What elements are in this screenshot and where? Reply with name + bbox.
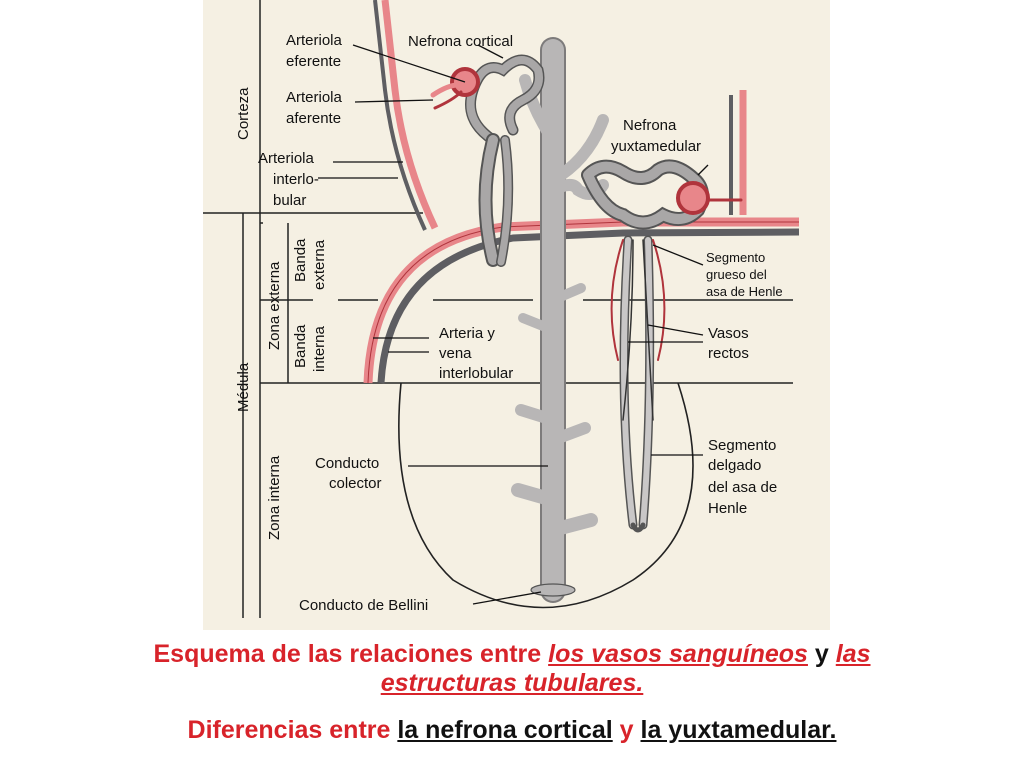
caption-text-diferencias: Diferencias entre (187, 716, 398, 744)
label-segmento-grueso-1: Segmento (706, 250, 765, 265)
label-arteria-vena-1: Arteria y (439, 325, 495, 342)
label-vasos-rectos-1: Vasos (708, 325, 749, 342)
label-segmento-delgado-2: delgado (708, 457, 761, 474)
caption-emphasis-estructuras: estructuras tubulares. (380, 669, 644, 697)
zone-label-banda-interna-2: interna (311, 325, 328, 372)
zone-label-medula: Médula (235, 362, 252, 412)
label-segmento-delgado-4: Henle (708, 500, 747, 517)
caption-block-2: Diferencias entre la nefrona cortical y … (0, 716, 1024, 745)
label-vasos-rectos-2: rectos (708, 345, 749, 362)
label-arteria-vena-2: vena (439, 345, 472, 362)
label-arteria-vena-3: interlobular (439, 365, 513, 382)
caption-block-1: Esquema de las relaciones entre los vaso… (0, 640, 1024, 698)
label-arteriola-interlobular-1: Arteriola (258, 150, 315, 167)
label-conducto-bellini: Conducto de Bellini (299, 597, 428, 614)
label-nefrona-yuxtamedular-2: yuxtamedular (611, 138, 701, 155)
zone-label-zona-interna: Zona interna (266, 455, 283, 540)
label-nefrona-cortical: Nefrona cortical (408, 33, 513, 50)
juxtamedullary-nephron (581, 159, 743, 533)
interlobular-artery-left (381, 0, 439, 230)
label-conducto-colector-2: colector (329, 475, 382, 492)
zone-label-zona-externa: Zona externa (266, 261, 283, 350)
label-conducto-colector-1: Conducto (315, 455, 379, 472)
bellini-duct-opening (530, 583, 576, 597)
caption-emphasis-vasos: los vasos sanguíneos (548, 640, 808, 668)
label-arteriola-aferente-1: Arteriola (286, 89, 343, 106)
collecting-duct (511, 37, 609, 603)
label-segmento-grueso-2: grueso del (706, 267, 767, 282)
leader-lines (318, 44, 709, 605)
label-nefrona-yuxtamedular-1: Nefrona (623, 117, 677, 134)
zone-label-banda-interna-1: Banda (292, 324, 309, 368)
kidney-vessels-diagram: Corteza Médula Zona externa Zona interna… (203, 0, 830, 630)
label-segmento-delgado-3: del asa de (708, 479, 777, 496)
cortical-nephron (430, 54, 545, 267)
caption-emphasis-las: las (835, 640, 871, 668)
label-arteriola-interlobular-2: interlo- (273, 171, 319, 188)
caption-emphasis-cortical: la nefrona cortical (397, 716, 613, 744)
zone-lines (203, 0, 793, 618)
label-arteriola-eferente-1: Arteriola (286, 32, 343, 49)
caption-conjunction: y (807, 640, 836, 668)
label-arteriola-eferente-2: eferente (286, 53, 341, 70)
label-segmento-grueso-3: asa de Henle (706, 284, 783, 299)
zone-label-corteza: Corteza (235, 87, 252, 140)
zone-label-banda-externa-1: Banda (292, 238, 309, 282)
label-arteriola-interlobular-3: bular (273, 192, 306, 209)
caption-text: Esquema de las relaciones entre (153, 640, 549, 668)
caption-emphasis-yuxtamedular: la yuxtamedular. (640, 716, 837, 744)
caption-conjunction-2: y (612, 716, 641, 744)
arcuate-artery-edge (367, 221, 799, 384)
zone-label-banda-externa-2: externa (311, 239, 328, 290)
papilla-outline (398, 382, 694, 609)
label-segmento-delgado-1: Segmento (708, 437, 776, 454)
label-arteriola-aferente-2: aferente (286, 110, 341, 127)
interlobular-vein-left (373, 0, 427, 231)
